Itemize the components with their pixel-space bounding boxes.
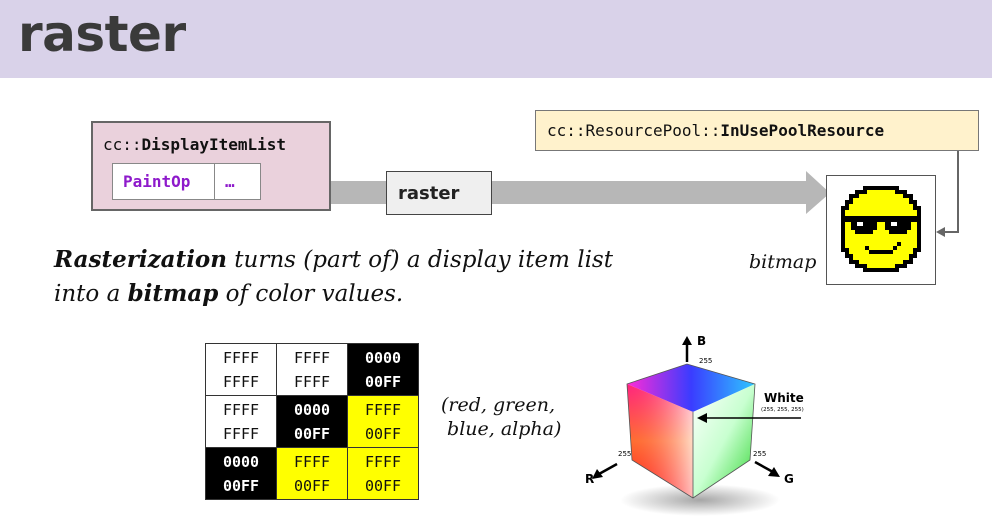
white-label: White [764, 391, 804, 405]
rgba-note-line2: blue, alpha) [441, 418, 562, 440]
resource-pool-box: cc::ResourcePool::InUsePoolResource [535, 110, 979, 151]
r-axis-label: R [585, 472, 594, 486]
raster-step-box: raster [386, 171, 492, 215]
paint-op-row: PaintOp … [112, 163, 261, 200]
rasterization-caption: Rasterization turns (part of) a display … [54, 246, 613, 307]
b-axis-arrowhead [682, 336, 692, 345]
ellipsis-cell: … [214, 163, 261, 200]
pool-connector-line [944, 135, 959, 233]
title-bar: raster [0, 0, 992, 78]
bitmap-label: bitmap [749, 251, 817, 273]
cube-right-face [693, 384, 755, 498]
slide-title: raster [18, 5, 186, 63]
bitmap-frame [826, 175, 936, 285]
r-axis-max: 255 [618, 450, 631, 458]
cube-shadow [620, 484, 780, 516]
paint-op-cell: PaintOp [112, 163, 215, 200]
cube-top-face [627, 364, 755, 412]
g-axis-line [754, 460, 774, 474]
display-item-list-box: cc::DisplayItemList PaintOp … [91, 121, 331, 211]
cube-left-face-shade [627, 384, 693, 498]
sunglasses-smiley-icon [841, 186, 921, 272]
white-callout-arrowhead [697, 413, 707, 423]
g-axis-max: 255 [753, 450, 766, 458]
rgb-color-cube: B 255 R 255 G 255 White (255, 255, 255) [585, 334, 804, 516]
r-axis-arrowhead [592, 469, 603, 479]
rgba-note: (red, green, blue, alpha) [441, 393, 561, 441]
r-axis-line [598, 462, 618, 476]
g-axis-label: G [784, 472, 794, 486]
white-value: (255, 255, 255) [761, 407, 804, 413]
b-axis-max: 255 [699, 357, 712, 365]
cube-outline [626, 363, 756, 499]
display-item-list-label: cc::DisplayItemList [103, 135, 287, 154]
b-axis-label: B [697, 334, 706, 348]
rgba-note-line1: (red, green, [441, 394, 555, 416]
pool-connector-arrowhead [936, 227, 945, 237]
g-axis-arrowhead [768, 467, 780, 477]
